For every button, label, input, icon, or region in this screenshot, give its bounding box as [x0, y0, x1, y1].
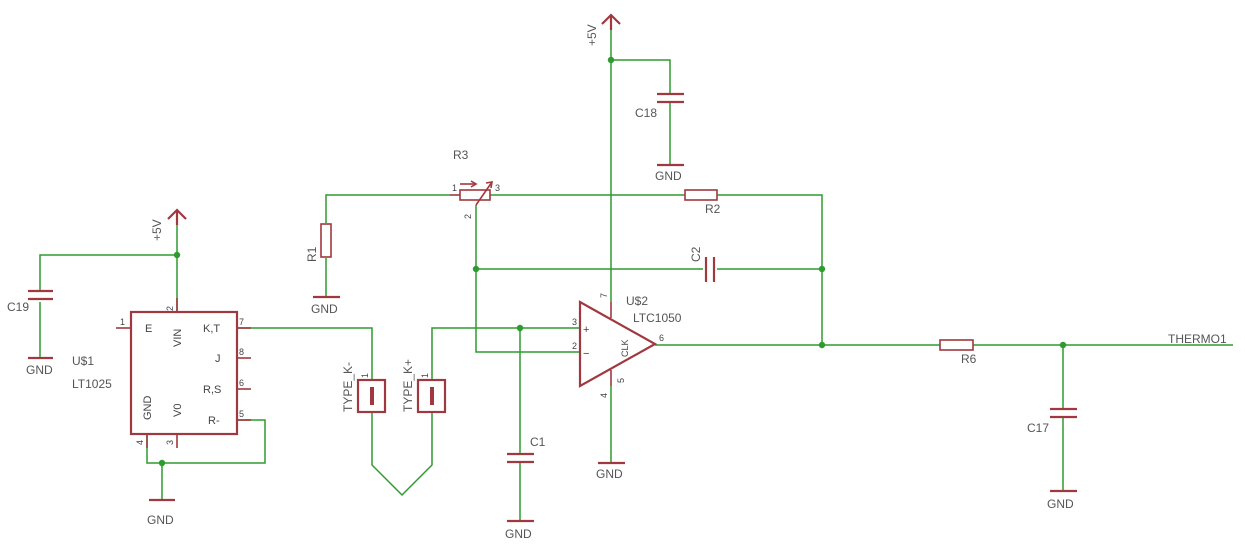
- component-value: LTC1050: [633, 311, 682, 325]
- connector-type-k-minus[interactable]: 1 TYPE_K-: [341, 362, 387, 414]
- pin-number: 1: [360, 373, 370, 378]
- pin-name: R-: [208, 415, 220, 427]
- net-label-thermo1: THERMO1: [1168, 332, 1227, 346]
- junction-dot: [818, 341, 826, 349]
- ground-label: GND: [311, 302, 338, 316]
- pin-number: 4: [599, 393, 609, 398]
- pin-name: +: [583, 324, 589, 336]
- pin-number: 8: [239, 347, 244, 357]
- supply-5v-left[interactable]: +5V: [150, 208, 187, 241]
- junction-dot: [516, 324, 524, 332]
- ground-u1[interactable]: GND: [147, 498, 175, 527]
- pin-number: 3: [495, 183, 500, 193]
- connector-type-k-plus[interactable]: 1 TYPE_K+: [401, 359, 447, 414]
- wires: [39, 27, 1233, 520]
- resistor-r1[interactable]: R1: [305, 223, 332, 262]
- component-label: R2: [705, 202, 721, 216]
- pin-number: 3: [572, 317, 577, 327]
- junction-dot: [818, 265, 826, 273]
- junction-dot: [158, 459, 166, 467]
- pin-number: 1: [452, 183, 457, 193]
- component-label: R6: [961, 352, 977, 366]
- ic-u1[interactable]: E VIN K,T J R,S R- GND V0 1 2 7 8 6 5 4 …: [72, 298, 251, 448]
- connector-label: TYPE_K+: [401, 359, 415, 412]
- component-label: C19: [7, 300, 29, 314]
- component-label: C18: [635, 106, 657, 120]
- supply-label: +5V: [585, 24, 599, 46]
- pin-number: 3: [165, 440, 175, 445]
- supply-5v-top[interactable]: +5V: [585, 13, 621, 46]
- pin-name: VIN: [172, 329, 184, 347]
- pin-name: V0: [172, 404, 184, 417]
- resistor-r2[interactable]: R2: [684, 189, 721, 216]
- capacitor-c17[interactable]: C17: [1027, 407, 1077, 435]
- component-label: R1: [305, 246, 319, 262]
- pin-name: CLK: [620, 339, 630, 357]
- capacitor-c19[interactable]: C19: [7, 289, 53, 314]
- pin-number: 6: [659, 333, 664, 343]
- resistor-r6[interactable]: R6: [939, 339, 977, 366]
- capacitor-c1[interactable]: C1: [507, 435, 546, 464]
- supply-label: +5V: [150, 219, 164, 241]
- ground-label: GND: [655, 169, 682, 183]
- pin-number: 2: [572, 341, 577, 351]
- pin-number: 5: [616, 378, 626, 383]
- ground-label: GND: [1047, 497, 1074, 511]
- pin-name: −: [583, 348, 589, 360]
- ground-c17[interactable]: GND: [1047, 489, 1077, 511]
- ground-c19[interactable]: GND: [26, 356, 53, 377]
- ground-r1[interactable]: GND: [311, 295, 340, 316]
- pin-number: 2: [165, 306, 175, 311]
- junction-dot: [472, 265, 480, 273]
- pin-name: GND: [142, 396, 154, 421]
- pin-number: 6: [239, 378, 244, 388]
- component-label: C17: [1027, 421, 1049, 435]
- connector-label: TYPE_K-: [341, 362, 355, 412]
- pin-number: 7: [599, 293, 609, 298]
- junction-dot: [173, 251, 181, 259]
- component-ref: U$1: [72, 354, 94, 368]
- component-ref: U$2: [626, 294, 648, 308]
- junction-dot: [1059, 341, 1067, 349]
- component-label: R3: [453, 148, 469, 162]
- potentiometer-r3[interactable]: R3 1 3 2: [450, 148, 500, 219]
- ground-u2[interactable]: GND: [596, 461, 625, 481]
- ground-c18[interactable]: GND: [655, 163, 684, 183]
- pin-number: 5: [239, 409, 244, 419]
- pin-number: 7: [239, 317, 244, 327]
- pin-name: J: [215, 353, 221, 365]
- pin-number: 1: [120, 317, 125, 327]
- component-label: C2: [689, 246, 703, 262]
- capacitor-c2[interactable]: C2: [689, 246, 716, 282]
- pin-name: K,T: [203, 323, 220, 335]
- component-label: C1: [530, 435, 546, 449]
- ground-label: GND: [26, 363, 53, 377]
- pin-number: 2: [463, 214, 473, 219]
- pin-name: E: [145, 323, 152, 335]
- pin-number: 4: [135, 440, 145, 445]
- ground-label: GND: [505, 527, 532, 541]
- ground-label: GND: [147, 513, 174, 527]
- capacitor-c18[interactable]: C18: [635, 92, 684, 120]
- junctions: [158, 56, 1067, 467]
- opamp-u2[interactable]: + − CLK 3 2 6 7 4 5 U$2 LTC1050: [572, 293, 682, 398]
- component-value: LT1025: [72, 377, 112, 391]
- pin-name: R,S: [203, 384, 221, 396]
- ground-label: GND: [596, 467, 623, 481]
- junction-dot: [607, 56, 615, 64]
- pin-number: 1: [420, 373, 430, 378]
- ground-c1[interactable]: GND: [505, 519, 534, 541]
